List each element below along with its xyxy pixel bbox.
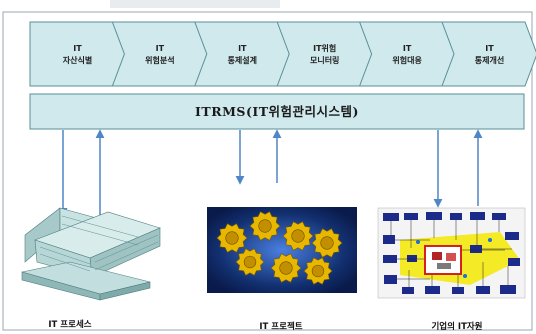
process-step-label: 통제개선 — [475, 55, 504, 65]
gear-hub-icon — [320, 236, 334, 250]
process-step-label: 통제설계 — [228, 55, 257, 65]
process-step-label: IT — [73, 44, 82, 53]
itrms-banner: ITRMS(IT위험관리시스템) — [29, 93, 525, 130]
process-step-label: IT위험 — [313, 43, 336, 53]
diagram-frame — [2, 11, 533, 331]
process-step-label: IT — [156, 44, 165, 53]
gear-hub-icon — [291, 229, 305, 243]
process-step-label: 위험대응 — [392, 55, 422, 65]
process-step-label: 위험분석 — [145, 55, 174, 65]
process-step-chevron — [441, 21, 536, 87]
process-step-chevron — [29, 21, 126, 87]
process-step-label: IT — [238, 44, 247, 53]
top-decoration — [110, 0, 280, 8]
gear-hub-icon — [279, 261, 293, 275]
process-step-chevron — [194, 21, 291, 87]
process-step-label: 자산식별 — [63, 55, 92, 65]
gear-hub-icon — [258, 219, 272, 233]
process-step-chevron — [358, 21, 456, 87]
process-step-label: IT — [403, 44, 412, 53]
process-step-chevron — [276, 21, 373, 87]
process-step-chevron — [111, 21, 208, 87]
caption-it-process: IT 프로세스 — [48, 319, 91, 330]
factory-building-icon — [21, 207, 161, 301]
network-map-icon — [377, 207, 526, 299]
gear-hub-icon — [243, 255, 257, 269]
itrms-banner-label: ITRMS(IT위험관리시스템) — [195, 104, 359, 119]
process-step-label: 모니터링 — [310, 55, 339, 65]
process-step-label: IT — [485, 44, 494, 53]
gears-icon — [207, 207, 357, 293]
itrms-banner-box — [29, 93, 525, 130]
connector-arrows — [58, 129, 483, 217]
gear-hub-icon — [225, 231, 239, 245]
gear-hub-icon — [311, 264, 325, 278]
caption-it-project: IT 프로젝트 — [259, 321, 302, 332]
caption-it-resources: 기업의 IT자원 — [431, 321, 482, 332]
